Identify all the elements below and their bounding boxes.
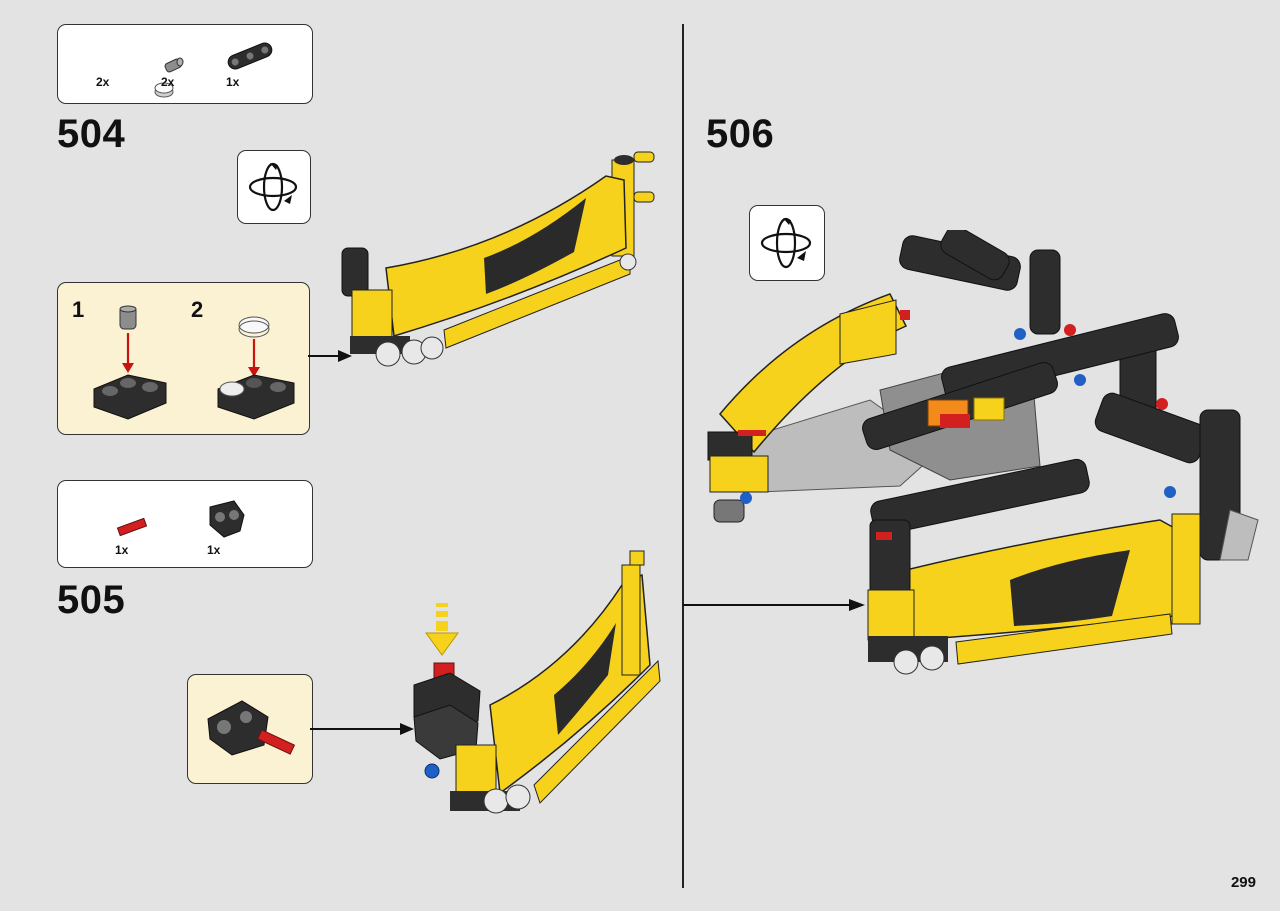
beam-black-icon <box>227 42 273 70</box>
rotate-model-icon <box>248 162 298 212</box>
pin-into-beam-icon <box>93 305 167 420</box>
model-step-506 <box>707 230 1259 675</box>
rotate-model-button-504 <box>237 150 311 224</box>
arrow-icon <box>683 599 865 611</box>
substep-number: 1 <box>72 297 85 322</box>
part-qty: 2x <box>96 75 110 89</box>
step-number-505: 505 <box>57 578 126 622</box>
axle-pin-grey-icon <box>164 57 184 73</box>
sub-assembly-callout-505 <box>187 674 313 784</box>
step-number-506: 506 <box>706 112 775 156</box>
arrow-icon <box>310 723 414 735</box>
part-qty: 2x <box>161 75 175 89</box>
rotate-model-button-506 <box>749 205 825 281</box>
step-number-504: 504 <box>57 112 126 156</box>
connector-black-icon <box>209 500 245 538</box>
parts-list-505: 1x 1x <box>57 480 313 568</box>
connector-with-axle-icon <box>207 700 296 756</box>
part-qty: 1x <box>207 543 221 557</box>
part-qty: 1x <box>226 75 240 89</box>
sub-assembly-callout-504: 1 2 <box>57 282 310 435</box>
rotate-model-icon <box>760 217 812 269</box>
part-qty: 1x <box>115 543 129 557</box>
model-step-504 <box>341 151 655 367</box>
column-divider <box>682 24 684 888</box>
round-tile-white-icon <box>154 82 174 98</box>
substep-number: 2 <box>191 297 204 322</box>
parts-list-504: 2x 2x 1x <box>57 24 313 104</box>
page-number: 299 <box>1230 874 1256 891</box>
tile-onto-beam-icon <box>217 316 295 420</box>
model-step-505 <box>413 550 661 814</box>
axle-red-icon <box>116 517 148 537</box>
arrow-icon <box>308 350 352 362</box>
